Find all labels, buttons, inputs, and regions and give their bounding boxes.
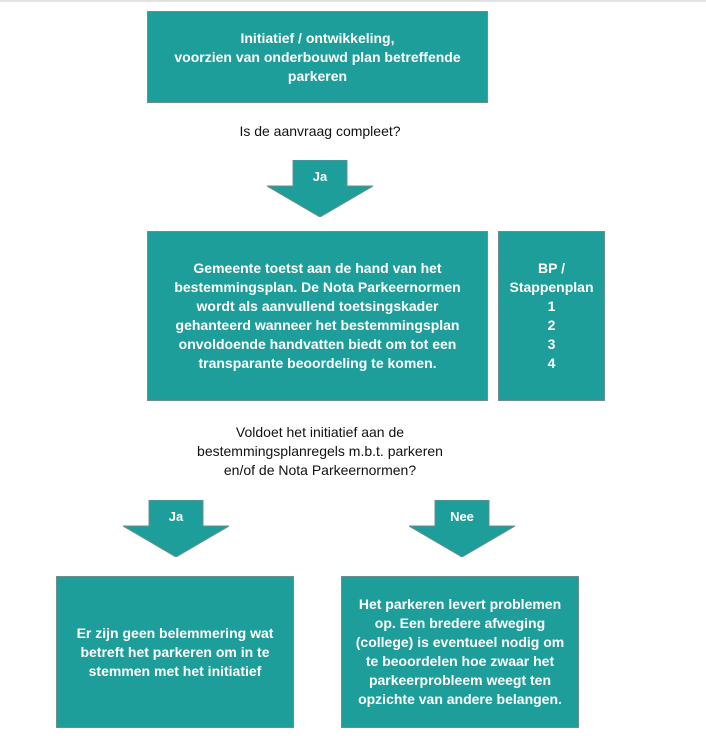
side-box: BP / Stappenplan 1 2 3 4 xyxy=(498,231,605,401)
arrow-label-ja-1: Ja xyxy=(312,169,328,184)
down-arrow-icon xyxy=(123,500,229,557)
arrow-ja-1: Ja xyxy=(267,160,373,217)
start-box: Initiatief / ontwikkeling, voorzien van … xyxy=(147,11,488,103)
down-arrow-icon xyxy=(409,500,515,557)
top-divider xyxy=(0,0,706,2)
arrow-nee: Nee xyxy=(409,500,515,557)
question-complete: Is de aanvraag compleet? xyxy=(239,123,401,139)
check-box: Gemeente toetst aan de hand van het best… xyxy=(147,231,488,401)
arrow-ja-2: Ja xyxy=(123,500,229,557)
no-result-box: Het parkeren levert problemen op. Een br… xyxy=(341,576,579,728)
arrow-label-nee: Nee xyxy=(450,509,474,524)
down-arrow-icon xyxy=(267,160,373,217)
yes-result-box: Er zijn geen belemmering wat betreft het… xyxy=(56,576,294,728)
question-compliant: Voldoet het initiatief aan de bestemming… xyxy=(197,424,443,478)
arrow-label-ja-2: Ja xyxy=(168,509,184,524)
